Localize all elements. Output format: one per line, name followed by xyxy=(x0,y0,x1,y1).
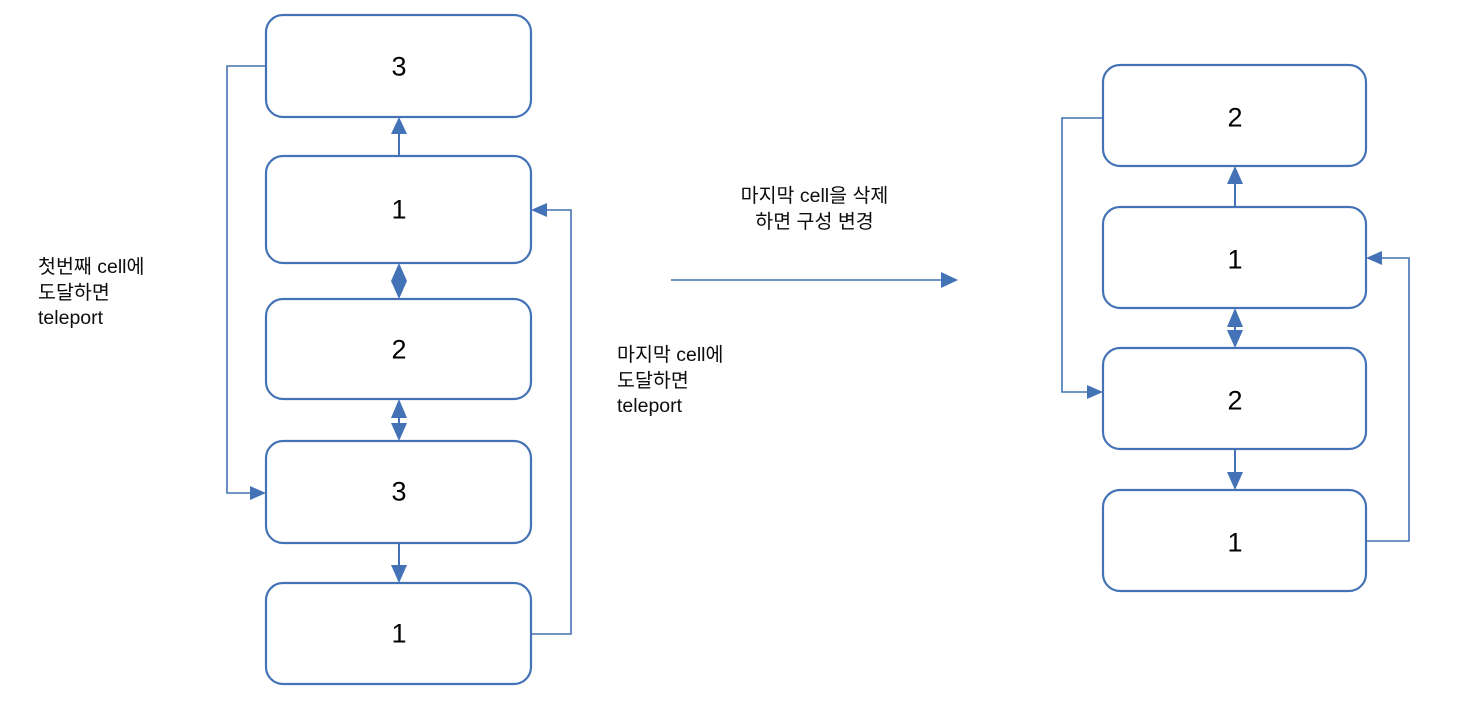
left-cell-label-3: 2 xyxy=(391,334,407,365)
right-edge-2-to-1 xyxy=(1227,166,1243,207)
right-edge-2-to-3 xyxy=(1227,308,1243,348)
left-edge-4-to-5 xyxy=(391,543,407,583)
left-cell-label-5: 1 xyxy=(391,618,407,649)
right-cell-label-1: 2 xyxy=(1227,102,1243,133)
left-cell-label-1: 3 xyxy=(391,51,407,82)
left-cell-label-2: 1 xyxy=(391,194,407,225)
left-cell-box-3[interactable] xyxy=(264,297,533,401)
left-teleport-last-to-first xyxy=(531,203,572,635)
left-edge-3-to-4 xyxy=(391,399,407,441)
last-cell-teleport-note: 마지막 cell에 도달하면 teleport xyxy=(617,344,724,418)
left-teleport-first-to-last xyxy=(226,65,266,500)
left-edge-2-to-1 xyxy=(391,117,407,156)
transition-note: 마지막 cell을 삭제 하면 구성 변경 xyxy=(740,185,889,233)
right-teleport-first-to-last xyxy=(1061,117,1103,399)
right-cell-box-1[interactable] xyxy=(1101,63,1368,168)
right-cell-label-2: 1 xyxy=(1227,244,1243,275)
right-edge-3-to-4 xyxy=(1227,449,1243,490)
left-edge-2-to-3 xyxy=(391,263,407,299)
right-cell-label-3: 2 xyxy=(1227,385,1243,416)
first-cell-teleport-note: 첫번째 cell에 도달하면 teleport xyxy=(38,256,145,330)
right-cell-label-4: 1 xyxy=(1227,527,1243,558)
left-cell-label-4: 3 xyxy=(391,476,407,507)
transition-arrow xyxy=(671,272,958,288)
right-teleport-last-to-first xyxy=(1366,251,1410,542)
